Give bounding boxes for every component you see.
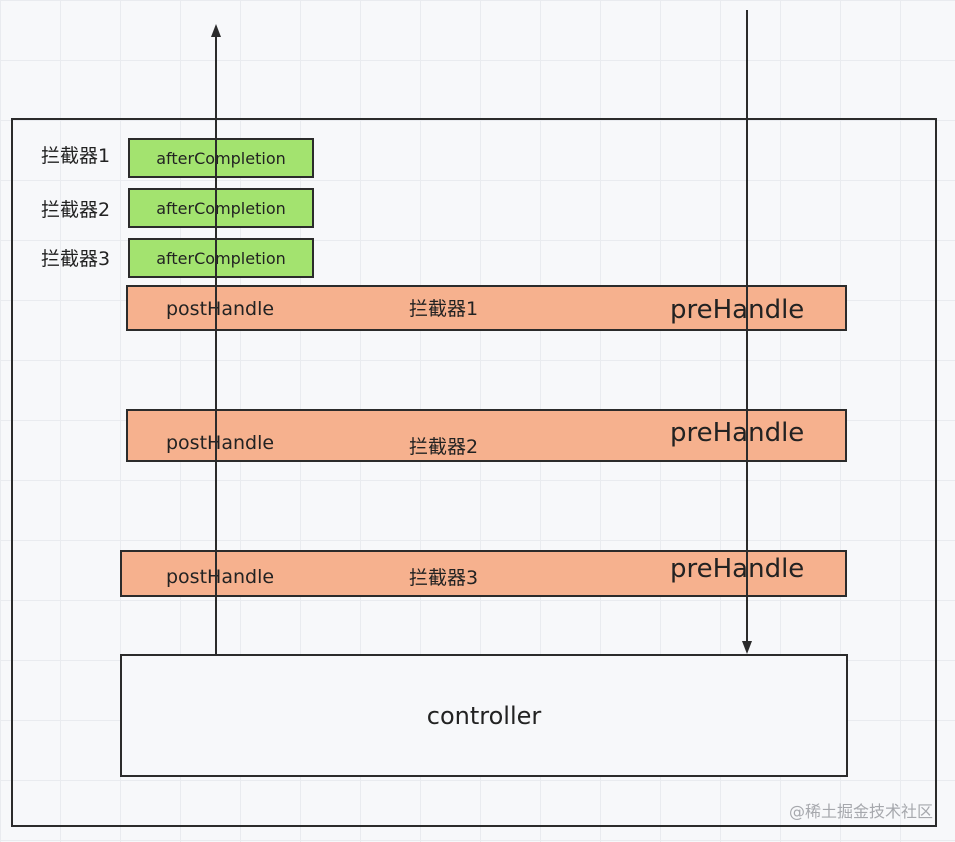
after-row-2-label: 拦截器2	[41, 199, 111, 221]
interceptor-bar-1: postHandle 拦截器1 preHandle	[126, 285, 847, 331]
watermark: @稀土掘金技术社区	[788, 802, 933, 821]
interceptor-name-2: 拦截器2	[409, 436, 479, 458]
interceptor-name-3: 拦截器3	[409, 567, 479, 589]
interceptor-name-1: 拦截器1	[409, 298, 479, 320]
post-handle-label-1: postHandle	[166, 298, 275, 320]
after-row-1-label: 拦截器1	[41, 145, 111, 167]
pre-handle-label-1: preHandle	[670, 295, 805, 325]
interceptor-bar-3: postHandle 拦截器3 preHandle	[120, 550, 847, 597]
after-row-3-label: 拦截器3	[41, 248, 111, 270]
post-handle-label-3: postHandle	[166, 566, 275, 588]
pre-handle-label-3: preHandle	[670, 554, 805, 584]
after-completion-box-2: afterCompletion	[128, 188, 314, 228]
container-frame	[11, 118, 937, 827]
pre-handle-label-2: preHandle	[670, 418, 805, 448]
interceptor-bar-2: postHandle 拦截器2 preHandle	[126, 409, 847, 462]
controller-label: controller	[426, 701, 542, 730]
after-completion-box-3: afterCompletion	[128, 238, 314, 278]
up-arrow-head-icon	[211, 24, 221, 37]
controller-box: controller	[120, 654, 848, 777]
post-handle-label-2: postHandle	[166, 432, 275, 454]
after-completion-box-1: afterCompletion	[128, 138, 314, 178]
